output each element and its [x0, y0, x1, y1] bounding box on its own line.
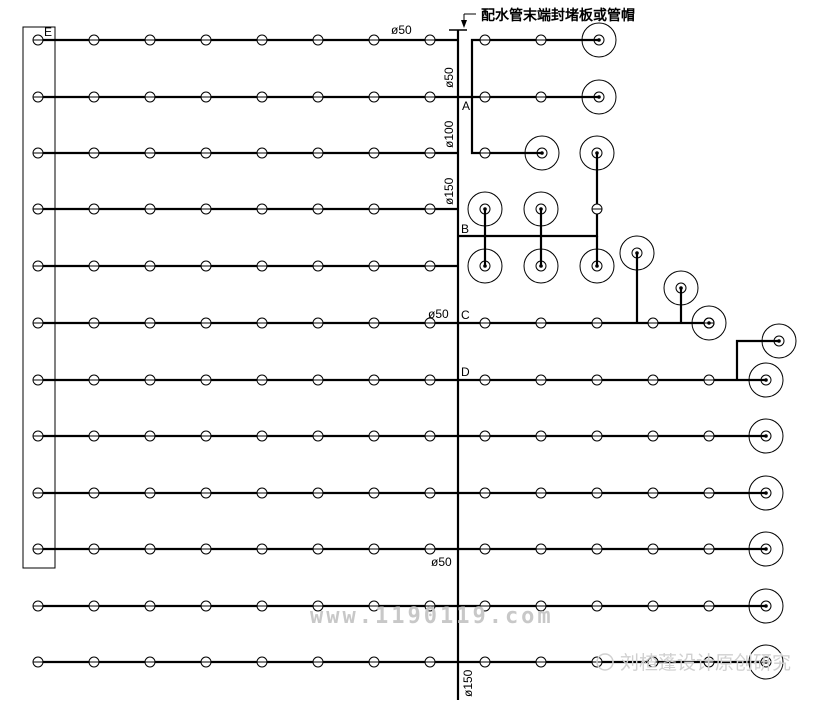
ringed-head-outer: [761, 323, 797, 359]
pipe-label-riser-a: ø50: [442, 67, 456, 88]
ringed-head-dot: [540, 151, 544, 155]
ringed-head-dot: [764, 491, 768, 495]
node-label-d: D: [461, 365, 470, 379]
pipe-label-branch-c: ø50: [428, 307, 449, 321]
region-e-frame: [22, 26, 56, 569]
ringed-head-outer: [748, 531, 784, 567]
ringed-head-inner: [535, 203, 547, 215]
node-label-e: E: [44, 25, 52, 39]
ringed-head-outer: [524, 135, 560, 171]
ringed-head-inner: [773, 335, 785, 347]
ringed-head-dot: [597, 38, 601, 42]
sprinkler-heads: [32, 34, 715, 668]
ringed-head-outer: [467, 248, 503, 284]
ringed-head-outer: [581, 22, 617, 58]
branch-lines: [38, 38, 458, 664]
ringed-head-outer: [663, 270, 699, 306]
wechat-icon: [596, 653, 614, 671]
ringed-head-dot: [483, 207, 487, 211]
leader-arrow: [461, 20, 467, 28]
ringed-head-dot: [539, 264, 543, 268]
ringed-head-inner: [703, 317, 715, 329]
ringed-head-dot: [635, 251, 639, 255]
ringed-head-inner: [479, 260, 491, 272]
ringed-head-dot: [764, 660, 768, 664]
ringed-head-outer: [748, 362, 784, 398]
watermark-url: www.1190119.com: [310, 604, 554, 629]
node-label-b: B: [461, 222, 469, 236]
pipe-label-lower-branch: ø50: [431, 555, 452, 569]
ringed-head-dot: [764, 547, 768, 551]
ringed-head-dot: [679, 286, 683, 290]
ringed-head-inner: [593, 34, 605, 46]
ringed-head-inner: [760, 656, 772, 668]
ringed-head-outer: [523, 248, 559, 284]
ringed-head-outer: [691, 305, 727, 341]
watermark-account: 刘楂蓬设计原创研究: [596, 652, 791, 674]
ringed-head-outer: [523, 191, 559, 227]
ringed-head-inner: [536, 147, 548, 159]
end-cap-note: 配水管末端封堵板或管帽: [481, 7, 635, 24]
ringed-head-dot: [483, 264, 487, 268]
ringed-head-outer: [467, 191, 503, 227]
pipe-label-riser-c: ø150: [442, 177, 456, 205]
ringed-head-inner: [675, 282, 687, 294]
pipe-label-top-branch: ø50: [391, 23, 412, 37]
ringed-head-dot: [707, 321, 711, 325]
ringed-head-inner: [760, 487, 772, 499]
ringed-head-outer: [748, 418, 784, 454]
ringed-head-dot: [777, 339, 781, 343]
ringed-head-outer: [579, 135, 615, 171]
ringed-head-inner: [591, 260, 603, 272]
ringed-head-dot: [595, 151, 599, 155]
ringed-head-outer: [748, 588, 784, 624]
ringed-head-inner: [760, 430, 772, 442]
node-label-c: C: [461, 308, 470, 322]
ringed-head-dot: [539, 207, 543, 211]
pipe-label-main-bottom: ø150: [461, 669, 475, 697]
ringed-head-inner: [631, 247, 643, 259]
ringed-head-outer: [748, 475, 784, 511]
ringed-head-inner: [535, 260, 547, 272]
ringed-head-dot: [764, 378, 768, 382]
ringed-head-inner: [760, 543, 772, 555]
ringed-head-dot: [597, 95, 601, 99]
ringed-sprinkler-heads: [467, 22, 797, 680]
ringed-head-inner: [479, 203, 491, 215]
ringed-head-dot: [764, 604, 768, 608]
watermark-account-text: 刘楂蓬设计原创研究: [620, 652, 791, 674]
ringed-head-outer: [619, 235, 655, 271]
node-label-a: A: [462, 99, 470, 113]
ringed-head-dot: [595, 264, 599, 268]
ringed-head-dot: [764, 434, 768, 438]
ringed-head-outer: [748, 644, 784, 680]
ringed-head-inner: [760, 374, 772, 386]
pipe-label-riser-b: ø100: [442, 120, 456, 148]
right-pipe-network: [458, 38, 779, 664]
ringed-head-inner: [760, 600, 772, 612]
ringed-head-outer: [581, 79, 617, 115]
ringed-head-inner: [593, 91, 605, 103]
ringed-head-outer: [579, 248, 615, 284]
ringed-head-inner: [591, 147, 603, 159]
